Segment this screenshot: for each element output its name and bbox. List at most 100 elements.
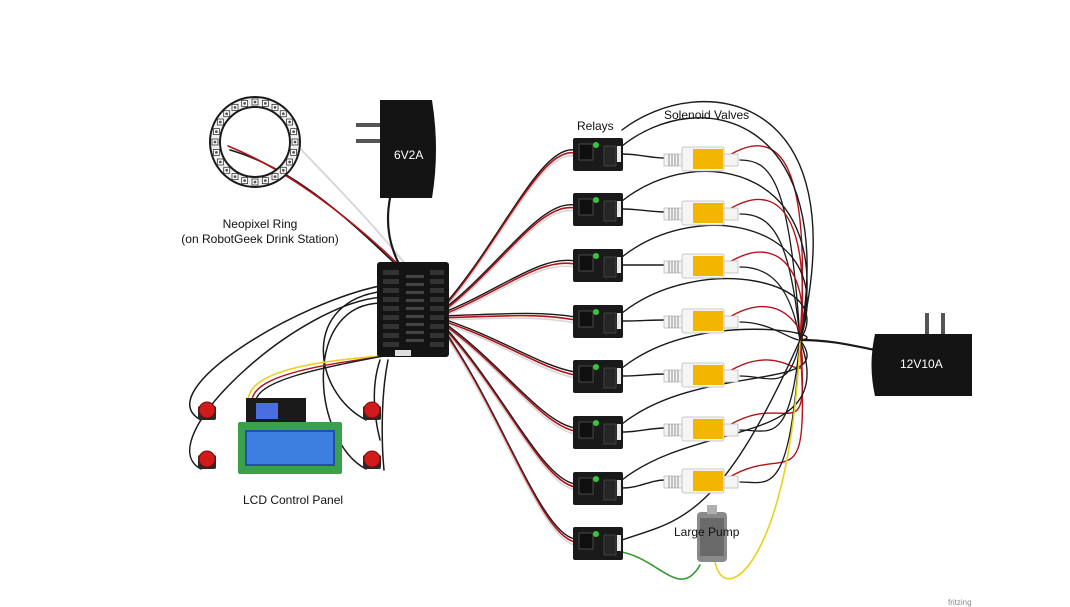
pin-header bbox=[430, 297, 444, 302]
wire bbox=[439, 265, 576, 319]
pin-header bbox=[383, 297, 399, 302]
wire bbox=[439, 262, 576, 317]
valve-inlet bbox=[663, 207, 683, 221]
lcd-panel-label: LCD Control Panel bbox=[243, 493, 344, 507]
relay-connector bbox=[617, 313, 621, 329]
valve-outlet bbox=[723, 207, 739, 221]
relay-terminal bbox=[578, 365, 594, 383]
valve-coil-label bbox=[693, 256, 723, 276]
wire bbox=[373, 359, 381, 441]
solenoid-valves bbox=[663, 146, 739, 494]
pin-header bbox=[406, 291, 424, 294]
pin-header bbox=[406, 315, 424, 318]
wire bbox=[727, 251, 804, 341]
valve-inlet bbox=[663, 315, 683, 329]
neopixel-led-core bbox=[293, 140, 297, 144]
relay-terminal bbox=[578, 143, 594, 161]
wire bbox=[621, 224, 808, 341]
wire bbox=[439, 314, 576, 321]
relay-connector bbox=[617, 424, 621, 440]
wire bbox=[439, 152, 576, 313]
push-button-cap bbox=[363, 450, 381, 468]
push-buttons bbox=[198, 401, 381, 469]
pin-header bbox=[430, 270, 444, 275]
wire bbox=[621, 319, 666, 322]
valve-inlet bbox=[663, 475, 683, 489]
relay-led bbox=[593, 142, 599, 148]
solenoid-valves-label: Solenoid Valves bbox=[664, 108, 750, 122]
valve-outlet bbox=[723, 260, 739, 274]
wire bbox=[189, 284, 386, 421]
wire bbox=[739, 339, 801, 380]
neopixel-led-core bbox=[214, 130, 218, 134]
neopixel-led-core bbox=[281, 168, 285, 172]
push-button-cap bbox=[198, 401, 216, 419]
neopixel-led-core bbox=[214, 150, 218, 154]
neopixel-led-core bbox=[243, 101, 247, 105]
wire bbox=[727, 305, 804, 342]
wire bbox=[621, 479, 666, 489]
relay-coil bbox=[603, 200, 617, 222]
wire bbox=[621, 551, 701, 580]
wire bbox=[439, 259, 576, 315]
relay-terminal bbox=[578, 477, 594, 495]
wire bbox=[727, 339, 804, 373]
pin-header bbox=[406, 275, 424, 278]
wire bbox=[621, 170, 808, 341]
pin-header bbox=[383, 324, 399, 329]
relay-coil bbox=[603, 367, 617, 389]
wire bbox=[439, 321, 576, 379]
wire bbox=[439, 317, 576, 373]
wire bbox=[439, 325, 576, 543]
pin-header bbox=[430, 324, 444, 329]
wire bbox=[739, 339, 801, 432]
wire bbox=[439, 206, 576, 315]
power-header bbox=[395, 350, 411, 356]
relay-terminal bbox=[578, 532, 594, 550]
neopixel-leds bbox=[211, 98, 299, 186]
pin-header bbox=[383, 342, 399, 347]
wire bbox=[739, 213, 801, 341]
wire bbox=[714, 339, 801, 580]
pin-header bbox=[383, 288, 399, 293]
neopixel-led-core bbox=[273, 105, 277, 109]
wire bbox=[439, 155, 576, 315]
valve-outlet bbox=[723, 423, 739, 437]
relay-connector bbox=[617, 535, 621, 551]
wire bbox=[621, 427, 666, 433]
relay-coil bbox=[603, 256, 617, 278]
wire bbox=[439, 325, 576, 491]
wire bbox=[621, 278, 808, 341]
pin-header bbox=[406, 331, 424, 334]
power-adapter-12v10a bbox=[871, 313, 972, 396]
valve-inlet bbox=[663, 423, 683, 437]
pin-header bbox=[430, 279, 444, 284]
pin-header bbox=[430, 333, 444, 338]
relay-connector bbox=[617, 201, 621, 217]
neopixel-led-core bbox=[218, 160, 222, 164]
relay-coil bbox=[603, 423, 617, 445]
valve-coil-label bbox=[693, 149, 723, 169]
neopixel-led-core bbox=[225, 112, 229, 116]
relay-terminal bbox=[578, 421, 594, 439]
neopixel-led-core bbox=[225, 168, 229, 172]
pin-header bbox=[406, 339, 424, 342]
push-button-cap bbox=[363, 401, 381, 419]
wire bbox=[439, 204, 576, 313]
valve-outlet bbox=[723, 475, 739, 489]
wire bbox=[621, 153, 666, 159]
relays-label: Relays bbox=[577, 119, 614, 133]
pin-header bbox=[430, 342, 444, 347]
neopixel-led-core bbox=[281, 112, 285, 116]
neopixel-led-core bbox=[263, 179, 267, 183]
power-adapter-6v2a bbox=[356, 100, 436, 198]
wire bbox=[621, 328, 808, 369]
valve-coil-label bbox=[693, 471, 723, 491]
valve-coil-label bbox=[693, 203, 723, 223]
pin-header bbox=[406, 283, 424, 286]
neopixel-led-core bbox=[273, 175, 277, 179]
adapter-6v2a-label: 6V2A bbox=[394, 148, 424, 162]
large-pump bbox=[697, 505, 727, 562]
adapter-12v10a-label: 12V10A bbox=[900, 357, 943, 371]
wire-layer bbox=[189, 100, 877, 580]
